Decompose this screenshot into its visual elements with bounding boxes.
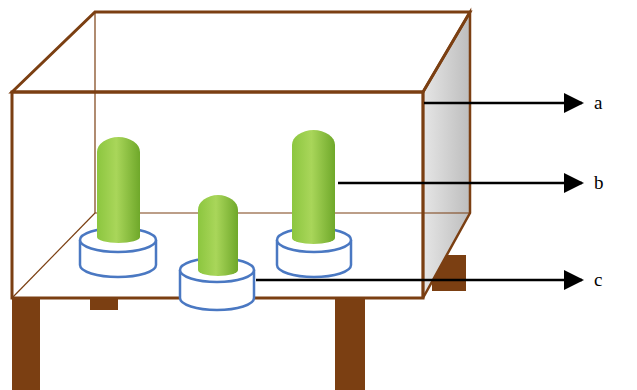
cabinet-back-edge <box>12 12 470 298</box>
part-letter: b <box>594 173 604 192</box>
cabinet-leg <box>12 255 466 390</box>
pot-with-plant <box>277 130 351 277</box>
part-letter: a <box>594 93 602 112</box>
pot-with-plant <box>180 195 254 310</box>
part-letter: c <box>594 270 602 289</box>
cabinet-frame <box>12 12 470 298</box>
pot-with-plant <box>80 137 156 277</box>
leader-arrow <box>256 103 582 280</box>
